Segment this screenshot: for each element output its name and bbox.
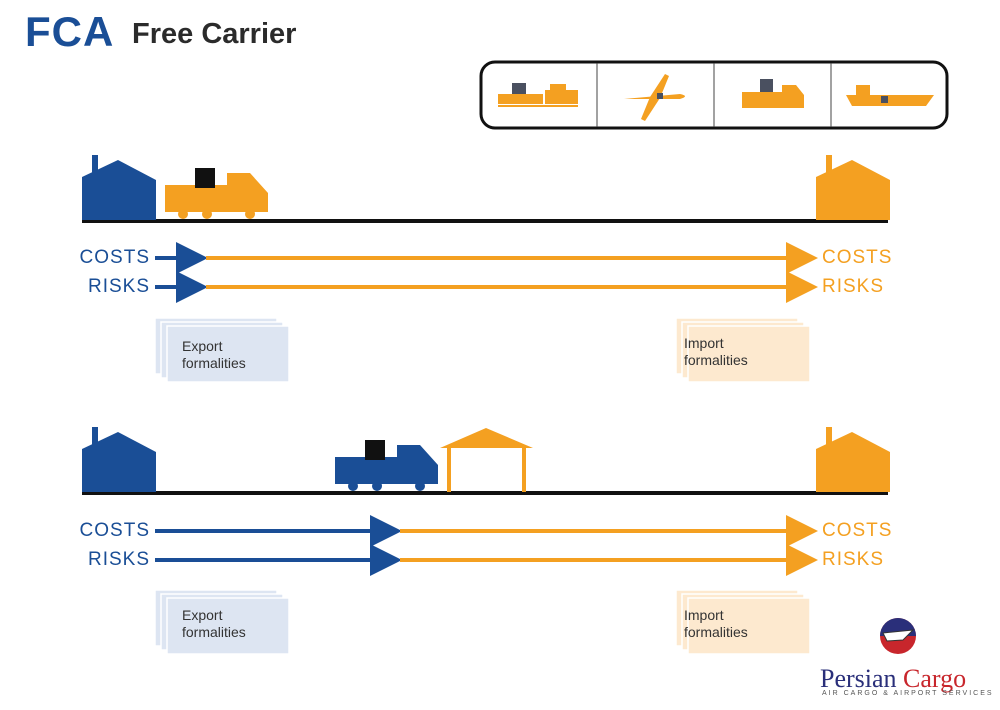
plane-icon xyxy=(624,74,685,121)
logo-name: Persian Cargo xyxy=(820,664,967,693)
import-doc-stack xyxy=(675,589,811,655)
costs-label-buyer: COSTS xyxy=(822,247,893,268)
import-doc-stack xyxy=(675,317,811,383)
export-doc-stack xyxy=(154,589,290,655)
risks-label-buyer: RISKS xyxy=(822,549,885,570)
risks-label-buyer: RISKS xyxy=(822,276,885,297)
logo-tagline: AIR CARGO & AIRPORT SERVICES xyxy=(822,690,994,697)
seller-factory-icon xyxy=(82,155,156,220)
seller-factory-icon xyxy=(82,427,156,492)
risks-label-seller: RISKS xyxy=(87,549,150,570)
costs-label-seller: COSTS xyxy=(79,520,150,541)
persian-cargo-logo-icon xyxy=(880,618,916,654)
costs-label-seller: COSTS xyxy=(79,247,150,268)
buyer-factory-icon xyxy=(816,427,890,492)
rail-icon xyxy=(498,83,578,107)
title-full: Free Carrier xyxy=(132,18,297,50)
transport-modes-panel xyxy=(479,60,949,130)
buyer-truck-icon xyxy=(165,168,268,219)
costs-label-buyer: COSTS xyxy=(822,520,893,541)
seller-truck-icon xyxy=(335,440,438,491)
export-doc-stack xyxy=(154,317,290,383)
risks-label-seller: RISKS xyxy=(87,276,150,297)
truck-icon xyxy=(742,79,804,108)
terminal-shelter-icon xyxy=(440,428,533,492)
ship-icon xyxy=(846,85,934,106)
buyer-factory-icon xyxy=(816,155,890,220)
title-abbr: FCA xyxy=(25,8,115,55)
